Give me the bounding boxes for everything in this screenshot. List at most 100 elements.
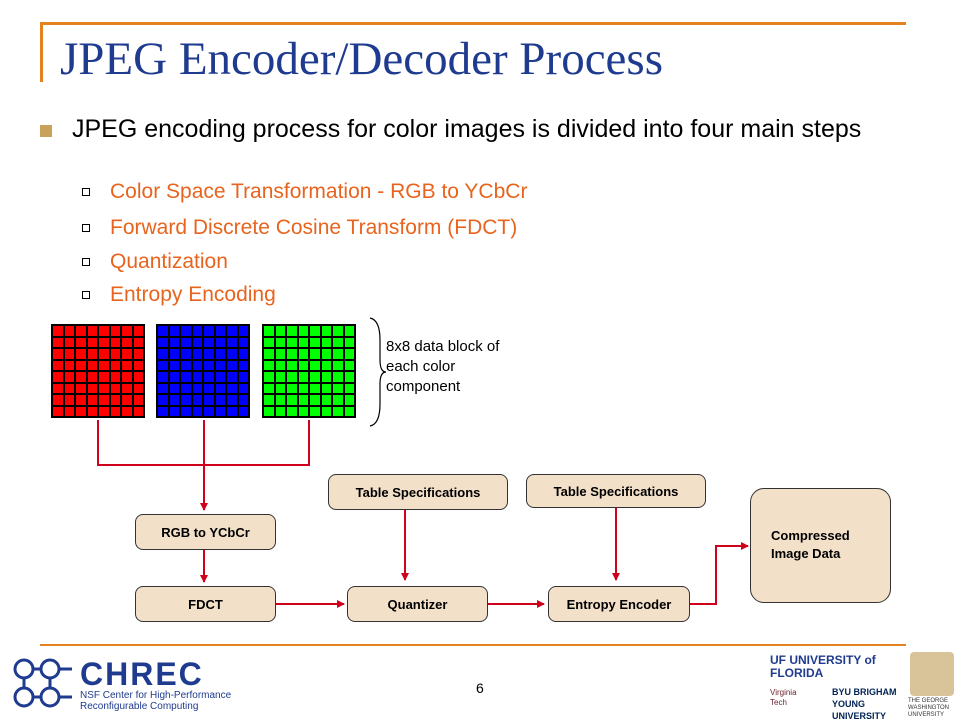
- block-cell: [332, 405, 344, 417]
- block-cell: [286, 382, 298, 394]
- block-cell: [237, 336, 249, 348]
- block-cell: [191, 371, 203, 383]
- top-frame-line: [40, 22, 906, 25]
- block-cell: [86, 325, 98, 337]
- block-cell: [52, 405, 64, 417]
- blue-8x8-block: [156, 324, 250, 418]
- block-cell: [132, 325, 144, 337]
- block-cell: [75, 405, 87, 417]
- block-cell: [98, 348, 110, 360]
- block-cell: [286, 394, 298, 406]
- entropy-encoder-box: Entropy Encoder: [548, 586, 690, 622]
- chrec-subtitle: NSF Center for High-Performance Reconfig…: [80, 690, 232, 712]
- arrow-to-compressed: [690, 542, 749, 605]
- block-cell: [203, 325, 215, 337]
- block-cell: [98, 325, 110, 337]
- block-cell: [343, 382, 355, 394]
- block-cell: [214, 325, 226, 337]
- block-cell: [168, 394, 180, 406]
- block-cell: [214, 348, 226, 360]
- block-cell: [332, 336, 344, 348]
- block-cell: [180, 359, 192, 371]
- block-cell: [157, 371, 169, 383]
- block-cell: [63, 336, 75, 348]
- block-cell: [332, 371, 344, 383]
- block-cell: [203, 348, 215, 360]
- vt-logo: Virginia Tech: [770, 688, 797, 707]
- block-cell: [297, 394, 309, 406]
- block-cell: [237, 405, 249, 417]
- block-cell: [63, 359, 75, 371]
- university-logos: UF UNIVERSITY of FLORIDA Virginia Tech B…: [770, 652, 960, 721]
- block-cell: [121, 405, 133, 417]
- block-cell: [237, 382, 249, 394]
- block-cell: [332, 348, 344, 360]
- block-cell: [237, 348, 249, 360]
- block-cell: [263, 336, 275, 348]
- block-cell: [121, 359, 133, 371]
- block-cell: [168, 382, 180, 394]
- block-cell: [286, 405, 298, 417]
- block-cell: [98, 405, 110, 417]
- block-cell: [109, 348, 121, 360]
- block-cell: [121, 394, 133, 406]
- block-cell: [263, 405, 275, 417]
- block-cell: [63, 371, 75, 383]
- block-cell: [297, 325, 309, 337]
- block-cell: [309, 325, 321, 337]
- block-cell: [226, 394, 238, 406]
- block-cell: [214, 394, 226, 406]
- block-cell: [191, 394, 203, 406]
- block-cell: [157, 325, 169, 337]
- block-cell: [214, 359, 226, 371]
- block-cell: [214, 382, 226, 394]
- block-cell: [263, 394, 275, 406]
- block-cell: [86, 336, 98, 348]
- block-cell: [203, 359, 215, 371]
- block-cell: [263, 371, 275, 383]
- block-cell: [132, 405, 144, 417]
- block-cell: [191, 336, 203, 348]
- block-cell: [63, 382, 75, 394]
- block-cell: [226, 359, 238, 371]
- block-cell: [98, 371, 110, 383]
- block-cell: [203, 336, 215, 348]
- block-cell: [109, 336, 121, 348]
- block-cell: [320, 336, 332, 348]
- block-cell: [63, 394, 75, 406]
- block-cell: [86, 382, 98, 394]
- block-cell: [343, 359, 355, 371]
- block-cell: [132, 336, 144, 348]
- block-cell: [168, 405, 180, 417]
- block-cell: [297, 382, 309, 394]
- block-cell: [274, 336, 286, 348]
- block-cell: [263, 359, 275, 371]
- page-number: 6: [476, 680, 484, 696]
- chrec-logo-text: CHREC: [80, 656, 204, 692]
- block-cell: [274, 348, 286, 360]
- sub-bullet-box: [82, 224, 90, 232]
- block-cell: [157, 394, 169, 406]
- block-cell: [343, 348, 355, 360]
- block-cell: [203, 371, 215, 383]
- block-cell: [52, 359, 64, 371]
- block-cell: [286, 371, 298, 383]
- block-cell: [109, 405, 121, 417]
- block-cell: [86, 405, 98, 417]
- block-cell: [332, 325, 344, 337]
- block-cell: [320, 382, 332, 394]
- block-cell: [297, 371, 309, 383]
- block-cell: [121, 336, 133, 348]
- block-cell: [274, 405, 286, 417]
- block-cell: [237, 394, 249, 406]
- block-cell: [226, 382, 238, 394]
- gwu-logo: THE GEORGE WASHINGTON UNIVERSITY: [908, 698, 950, 718]
- block-cell: [63, 348, 75, 360]
- block-cell: [86, 371, 98, 383]
- block-cell: [320, 325, 332, 337]
- block-cell: [274, 371, 286, 383]
- block-cell: [263, 382, 275, 394]
- table-spec-box-2: Table Specifications: [526, 474, 706, 508]
- block-cell: [286, 325, 298, 337]
